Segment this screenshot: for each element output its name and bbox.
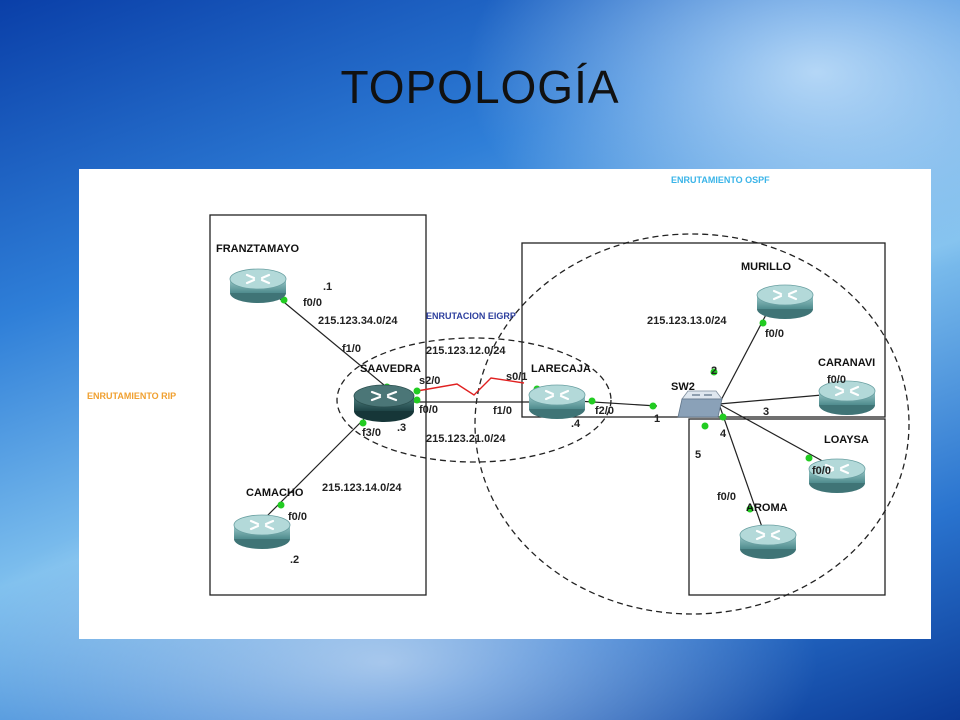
saav-f10: f1/0: [342, 343, 361, 355]
saav-f00: f0/0: [419, 404, 438, 416]
sw-port-5: 5: [695, 449, 701, 461]
rip-zone-box: [209, 214, 427, 596]
saav-host: .3: [397, 422, 406, 434]
label-franztamayo: FRANZTAMAYO: [216, 243, 300, 255]
router-caranavi[interactable]: [817, 379, 877, 417]
lar-host: .4: [571, 418, 581, 430]
cam-host: .2: [290, 554, 299, 566]
net-13: 215.123.13.0/24: [647, 315, 727, 327]
franz-host: .1: [323, 281, 332, 293]
sw-port-2: 2: [711, 365, 717, 377]
mur-if: f0/0: [765, 328, 784, 340]
ospf-area: [474, 233, 910, 615]
label-murillo: MURILLO: [741, 261, 792, 273]
router-camacho[interactable]: [232, 513, 292, 551]
label-caranavi: CARANAVI: [818, 357, 875, 369]
router-larecaja[interactable]: [527, 383, 587, 421]
net-14: 215.123.14.0/24: [322, 482, 402, 494]
topology-svg: ENRUTAMIENTO RIP ENRUTACION EIGRP ENRUTA…: [87, 175, 910, 615]
net-12: 215.123.12.0/24: [426, 345, 506, 357]
saav-s20: s2/0: [419, 375, 440, 387]
zone-rip-label: ENRUTAMIENTO RIP: [87, 391, 176, 401]
label-sw2: SW2: [671, 381, 695, 393]
car-if: f0/0: [827, 374, 846, 386]
label-aroma: AROMA: [746, 502, 788, 514]
loa-if: f0/0: [812, 465, 831, 477]
label-camacho: CAMACHO: [246, 487, 304, 499]
zone-eigrp-label: ENRUTACION EIGRP: [426, 311, 516, 321]
topology-diagram: ENRUTAMIENTO RIP ENRUTACION EIGRP ENRUTA…: [79, 169, 931, 639]
switch-sw2[interactable]: [677, 390, 723, 418]
router-aroma[interactable]: [738, 523, 798, 561]
cam-if: f0/0: [288, 511, 307, 523]
lar-f20: f2/0: [595, 405, 614, 417]
saav-f30: f3/0: [362, 427, 381, 439]
serial-link: [416, 377, 525, 396]
eigrp-area: [336, 337, 612, 463]
label-larecaja: LARECAJA: [531, 363, 591, 375]
lar-s01: s0/1: [506, 371, 527, 383]
label-saavedra: SAAVEDRA: [360, 363, 421, 375]
net-34: 215.123.34.0/24: [318, 315, 398, 327]
lar-f10: f1/0: [493, 405, 512, 417]
sw-port-4: 4: [720, 428, 727, 440]
net-21: 215.123.21.0/24: [426, 433, 506, 445]
franz-if: f0/0: [303, 297, 322, 309]
aro-if: f0/0: [717, 491, 736, 503]
sw-port-3: 3: [763, 406, 769, 418]
router-murillo[interactable]: [755, 283, 815, 321]
zone-ospf-label: ENRUTAMIENTO OSPF: [671, 175, 770, 185]
router-franztamayo[interactable]: [228, 267, 288, 305]
router-saavedra[interactable]: [353, 384, 415, 422]
label-loaysa: LOAYSA: [824, 434, 869, 446]
slide-title: TOPOLOGÍA: [340, 61, 620, 113]
sw-port-1: 1: [654, 413, 660, 425]
